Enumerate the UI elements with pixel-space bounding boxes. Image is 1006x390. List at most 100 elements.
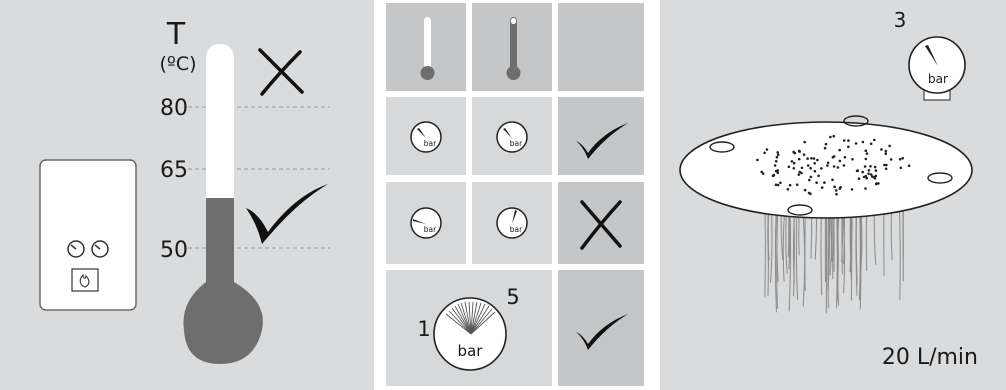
nozzle-dot [788, 166, 791, 169]
nozzle-dot [833, 155, 836, 158]
nozzle-dot [885, 152, 888, 155]
nozzle-dot [865, 158, 868, 161]
nozzle-dot [875, 175, 878, 178]
thermometer-high-icon [472, 3, 552, 91]
nozzle-dot [760, 171, 763, 174]
grid-cell-gauge: bar [472, 97, 552, 175]
temperature-unit: (ºC) [159, 53, 196, 75]
nozzle-dot [880, 148, 883, 151]
nozzle-dot [831, 179, 834, 182]
pressure-gauge-range-icon: bar 1 5 [386, 270, 552, 386]
nozzle-dot [861, 171, 864, 174]
nozzle-dot [808, 179, 811, 182]
nozzle-dot [815, 181, 818, 184]
nozzle-dot [862, 141, 865, 144]
nozzle-dot [816, 159, 819, 162]
nozzle-dot [900, 167, 903, 170]
pressure-value: 3 [894, 8, 907, 32]
nozzle-dot [833, 185, 836, 188]
grid-cell-empty [558, 3, 644, 91]
nozzle-dot [776, 169, 779, 172]
nozzle-dot [855, 142, 858, 145]
nozzle-dot [809, 167, 812, 170]
pressure-gauge-low-icon: bar [386, 182, 466, 264]
gauge-unit-label: bar [424, 225, 437, 234]
nozzle-dot [885, 150, 888, 153]
nozzle-dot [826, 164, 829, 167]
nozzle-dot [875, 169, 878, 172]
nozzle-dot [766, 148, 769, 151]
nozzle-dot [775, 160, 778, 163]
nozzle-dot [793, 167, 796, 170]
nozzle-dot [844, 156, 847, 159]
nozzle-dot [798, 173, 801, 176]
nozzle-dot [796, 183, 799, 186]
boiler-unit [40, 160, 136, 310]
nozzle-dot [864, 187, 867, 190]
nozzle-dot [827, 162, 830, 165]
temperature-symbol: T [166, 17, 186, 52]
nozzle-dot [851, 188, 854, 191]
gauge-unit-label: bar [510, 225, 523, 234]
pressure-gauge-high-icon: bar [472, 182, 552, 264]
nozzle-dot [865, 149, 868, 152]
nozzle-dot [801, 167, 804, 170]
nozzle-dot [866, 152, 869, 155]
nozzle-dot [820, 167, 823, 170]
nozzle-dot [807, 164, 810, 167]
nozzle-dot [901, 157, 904, 160]
grid-cell-gauge-high: bar [472, 182, 552, 264]
nozzle-dot [804, 189, 807, 192]
nozzle-dot [779, 182, 782, 185]
nozzle-dot [777, 184, 780, 187]
nozzle-dot [839, 186, 842, 189]
nozzle-dot [777, 154, 780, 157]
nozzle-dot [838, 149, 841, 152]
cross-icon [260, 50, 302, 94]
shower-head [680, 122, 972, 218]
thermometer-low-icon [386, 3, 466, 91]
nozzle-dot [865, 175, 868, 178]
cross-icon [558, 182, 644, 264]
nozzle-dot [833, 135, 836, 138]
nozzle-dot [869, 165, 872, 168]
nozzle-dot [817, 175, 820, 178]
nozzle-dot [843, 139, 846, 142]
nozzle-dot [813, 157, 816, 160]
shower-illustration: bar 3 20 L/min [660, 0, 1006, 390]
nozzle-dot [809, 193, 812, 196]
grid-cell-thermo-low [386, 3, 466, 91]
nozzle-dot [803, 153, 806, 156]
check-icon [246, 184, 328, 244]
nozzle-dot [789, 184, 792, 187]
nozzle-dot [810, 176, 813, 179]
nozzle-dot [837, 166, 840, 169]
gauge-unit-label: bar [458, 342, 484, 360]
nozzle-dot [810, 157, 813, 160]
nozzle-dot [791, 160, 794, 163]
nozzle-dot [798, 150, 801, 153]
grid-cell-gauge-range: bar 1 5 [386, 270, 552, 386]
nozzle-dot [823, 181, 826, 184]
check-icon [558, 97, 644, 175]
nozzle-dot [890, 158, 893, 161]
nozzle-dot [798, 158, 801, 161]
mark-label-80: 80 [160, 96, 188, 121]
temperature-panel: T (ºC) 80 65 50 [0, 0, 374, 390]
grid-cell-gauge-low: bar [386, 182, 466, 264]
pressure-gauge-icon: bar [386, 97, 466, 175]
nozzle-dot [825, 143, 828, 146]
nozzle-dot [776, 151, 779, 154]
pressure-gauge-icon: bar [909, 37, 965, 100]
grid-cell-thermo-high [472, 3, 552, 91]
nozzle-dot [864, 165, 867, 168]
nozzle-dot [899, 158, 902, 161]
nozzle-dot [798, 171, 801, 174]
nozzle-dot [777, 172, 780, 175]
nozzle-dot [870, 143, 873, 146]
nozzle-dot [774, 164, 777, 167]
nozzle-dot [843, 164, 846, 167]
nozzle-dot [873, 139, 876, 142]
nozzle-dot [857, 169, 860, 172]
nozzle-dot [868, 169, 871, 172]
